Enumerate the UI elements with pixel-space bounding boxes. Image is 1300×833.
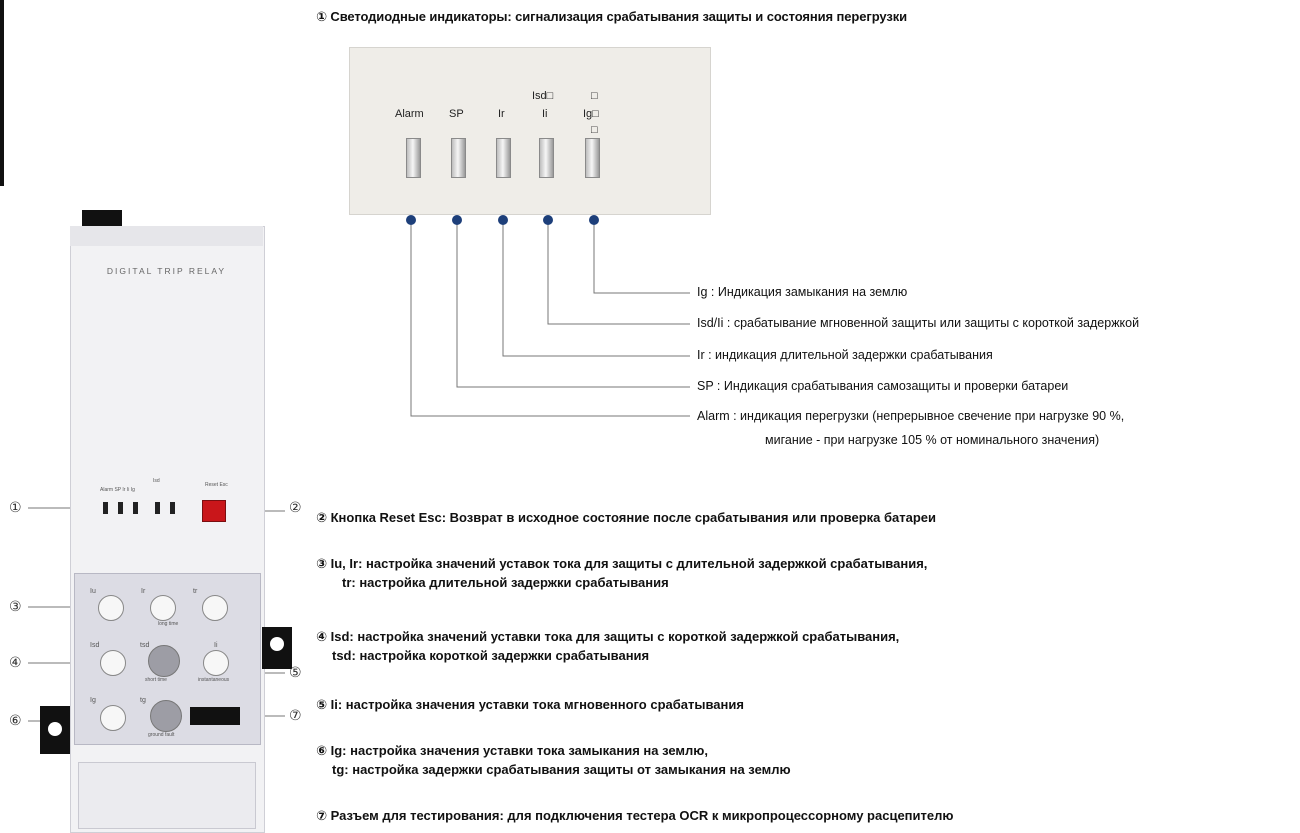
device-bottom-cover [78, 762, 256, 829]
dial-ig-label: Ig [90, 697, 96, 704]
instantaneous-text: instantaneous [198, 677, 230, 683]
dial-tr-label: tr [193, 588, 198, 595]
dial-tg[interactable] [150, 700, 182, 732]
device-isd-small: Isd [153, 478, 160, 484]
title: ① Светодиодные индикаторы: сигнализация … [316, 9, 907, 24]
dial-isd[interactable] [100, 650, 126, 676]
panel-label-ir: Ir [498, 108, 505, 120]
test-connector[interactable] [190, 707, 240, 725]
item-isd-line2: tsd: настройка короткой задержки срабаты… [332, 648, 650, 663]
legend-ig: Ig : Индикация замыкания на землю [697, 285, 908, 299]
led-isd-ii [539, 138, 554, 178]
dial-ir-label: Ir [141, 588, 146, 595]
callout-2: ② [289, 499, 302, 515]
device-reset-label: Reset Esc [205, 482, 228, 488]
item-iu-ir: ③ Iu, Ir: настройка значений уставок ток… [316, 556, 927, 590]
dial-ii[interactable] [203, 650, 229, 676]
device-label: DIGITAL TRIP RELAY [106, 266, 227, 276]
device-led-3 [133, 502, 138, 514]
device-led-5 [170, 502, 175, 514]
panel-label-ig-top: □ [591, 90, 598, 102]
legend-sp: SP : Индикация срабатывания самозащиты и… [697, 379, 1069, 393]
led-ig [585, 138, 600, 178]
led-sp [451, 138, 466, 178]
dial-iu[interactable] [98, 595, 124, 621]
led-ir [496, 138, 511, 178]
callout-1: ① [9, 499, 22, 515]
item-iu-ir-line1: ③ Iu, Ir: настройка значений уставок ток… [316, 556, 928, 571]
legend-alarm-cont: мигание - при нагрузке 105 % от номиналь… [765, 433, 1100, 447]
device-led-labels: Alarm SP Ir Ii Ig [100, 487, 135, 493]
panel-label-ig: Ig□ [583, 108, 599, 120]
panel-label-alarm: Alarm [395, 108, 424, 120]
item-iu-ir-line2: tr: настройка длительной задержки срабат… [342, 575, 669, 590]
device-clip-top [82, 210, 122, 228]
legend-isd-ii: Isd/Ii : срабатывание мгновенной защиты … [697, 316, 1140, 330]
callout-5: ⑤ [289, 664, 302, 680]
reset-esc-button[interactable] [202, 500, 226, 522]
dial-tg-label: tg [140, 697, 146, 704]
panel-label-sp: SP [449, 108, 464, 120]
panel-label-ii: Ii [542, 108, 548, 120]
dial-isd-label: Isd [90, 642, 100, 649]
device-led-4 [155, 502, 160, 514]
item-ig-line1: ⑥ Ig: настройка значения уставки тока за… [316, 743, 709, 758]
legend-ir: Ir : индикация длительной задержки сраба… [697, 348, 993, 362]
item-reset-esc: ② Кнопка Reset Esc: Возврат в исходное с… [316, 510, 937, 525]
device-clip-right-hole [270, 637, 284, 651]
item-ii: ⑤ Ii: настройка значения уставки тока мг… [316, 697, 744, 712]
callout-4: ④ [9, 654, 22, 670]
device-clip-left-hole [48, 722, 62, 736]
led-alarm [406, 138, 421, 178]
dial-ig[interactable] [100, 705, 126, 731]
ground-fault-text: ground fault [148, 732, 175, 738]
panel-label-ig-bottom: □ [591, 124, 598, 136]
device-top-strip [70, 226, 263, 246]
callout-3: ③ [9, 598, 22, 614]
item-isd-line1: ④ Isd: настройка значений уставки тока д… [316, 629, 900, 644]
dial-iu-label: Iu [90, 588, 96, 595]
device-led-2 [118, 502, 123, 514]
item-test-connector: ⑦ Разъем для тестирования: для подключен… [316, 808, 954, 823]
dial-tr[interactable] [202, 595, 228, 621]
indicator-panel [349, 47, 711, 215]
dial-tsd-label: tsd [140, 642, 150, 649]
edge-bar [0, 0, 4, 186]
long-time-text: long time [158, 621, 179, 627]
item-isd: ④ Isd: настройка значений уставки тока д… [316, 629, 899, 663]
callout-7: ⑦ [289, 707, 302, 723]
panel-label-isd: Isd□ [532, 90, 554, 102]
device-led-1 [103, 502, 108, 514]
dial-ii-label: Ii [214, 642, 218, 649]
dial-tsd[interactable] [148, 645, 180, 677]
callout-6: ⑥ [9, 712, 22, 728]
short-time-text: short time [145, 677, 167, 683]
legend-alarm: Alarm : индикация перегрузки (непрерывно… [697, 409, 1125, 423]
item-ig-line2: tg: настройка задержки срабатывания защи… [332, 762, 791, 777]
item-ig: ⑥ Ig: настройка значения уставки тока за… [316, 743, 791, 777]
dial-ir[interactable] [150, 595, 176, 621]
